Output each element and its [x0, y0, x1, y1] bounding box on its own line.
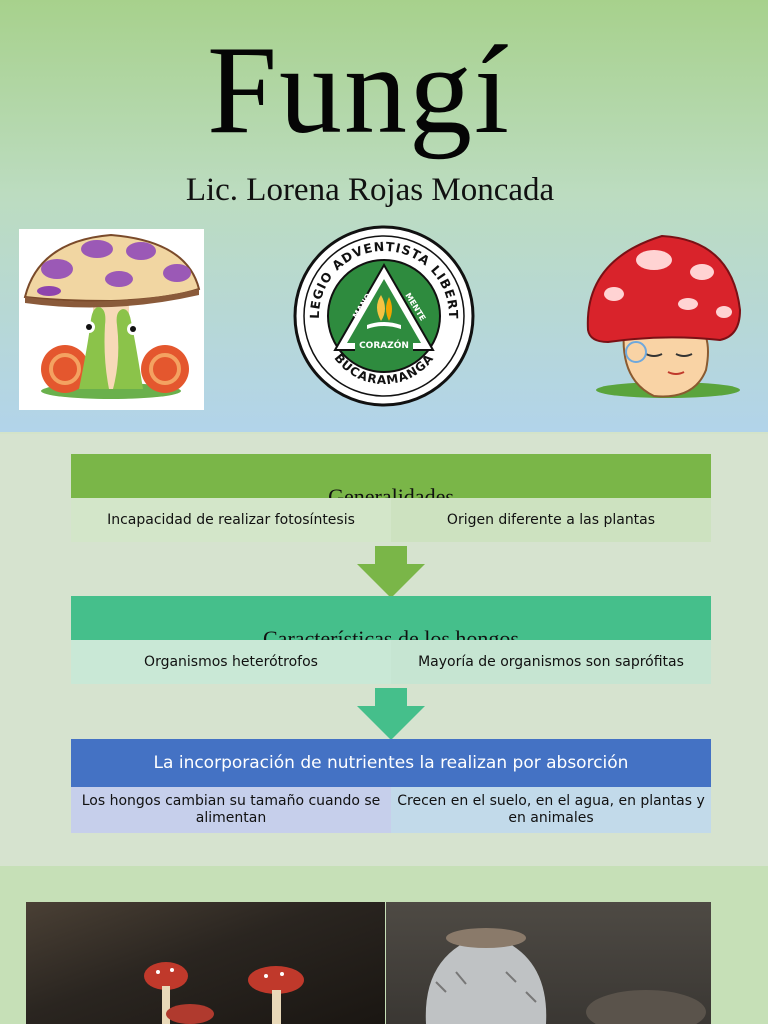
section-heading: Generalidades [71, 454, 711, 502]
section-heading-text: Características de los hongos [263, 626, 519, 644]
arrow-down-icon [357, 546, 425, 598]
arrow-down-icon [357, 688, 425, 740]
title-slide: Fungí Lic. Lorena Rojas Moncada [0, 0, 768, 432]
content-slide: Generalidades Incapacidad de realizar fo… [0, 434, 768, 866]
red-mushrooms-photo [144, 962, 304, 1024]
section-caracteristicas: Características de los hongos Organismos… [71, 596, 711, 684]
section-items: Organismos heterótrofos Mayoría de organ… [71, 640, 711, 684]
mushroom-photo-left [26, 902, 385, 1024]
section-items: Incapacidad de realizar fotosíntesis Ori… [71, 498, 711, 542]
shaggy-mushroom-photo [425, 928, 706, 1024]
list-item: Los hongos cambian su tamaño cuando se a… [71, 787, 391, 833]
section-items: Los hongos cambian su tamaño cuando se a… [71, 787, 711, 833]
photo-slide [0, 866, 768, 1024]
list-item: Origen diferente a las plantas [391, 498, 711, 542]
section-heading-text: La incorporación de nutrientes la realiz… [153, 753, 629, 773]
mushroom-snails-illustration [23, 233, 201, 399]
red-mushroom-image [584, 230, 744, 402]
list-item: Incapacidad de realizar fotosíntesis [71, 498, 391, 542]
section-absorcion: La incorporación de nutrientes la realiz… [71, 739, 711, 833]
list-item: Mayoría de organismos son saprófitas [391, 640, 711, 684]
mushroom-snails-image [19, 229, 204, 410]
section-heading-text: Generalidades [328, 484, 454, 502]
mushroom-photo-right [386, 902, 711, 1024]
list-item: Organismos heterótrofos [71, 640, 391, 684]
section-generalidades: Generalidades Incapacidad de realizar fo… [71, 454, 711, 542]
slide-title: Fungí [206, 21, 512, 160]
red-mushroom-illustration [586, 234, 742, 398]
school-logo-emblem: COLEGIO ADVENTISTA LIBERTAD BUCARAMANGA … [287, 213, 475, 407]
school-logo: COLEGIO ADVENTISTA LIBERTAD BUCARAMANGA … [287, 213, 475, 407]
section-heading: Características de los hongos [71, 596, 711, 644]
logo-word-corazon: CORAZÓN [359, 339, 409, 351]
slide-subtitle: Lic. Lorena Rojas Moncada [185, 172, 555, 208]
section-heading: La incorporación de nutrientes la realiz… [71, 739, 711, 787]
list-item: Crecen en el suelo, en el agua, en plant… [391, 787, 711, 833]
